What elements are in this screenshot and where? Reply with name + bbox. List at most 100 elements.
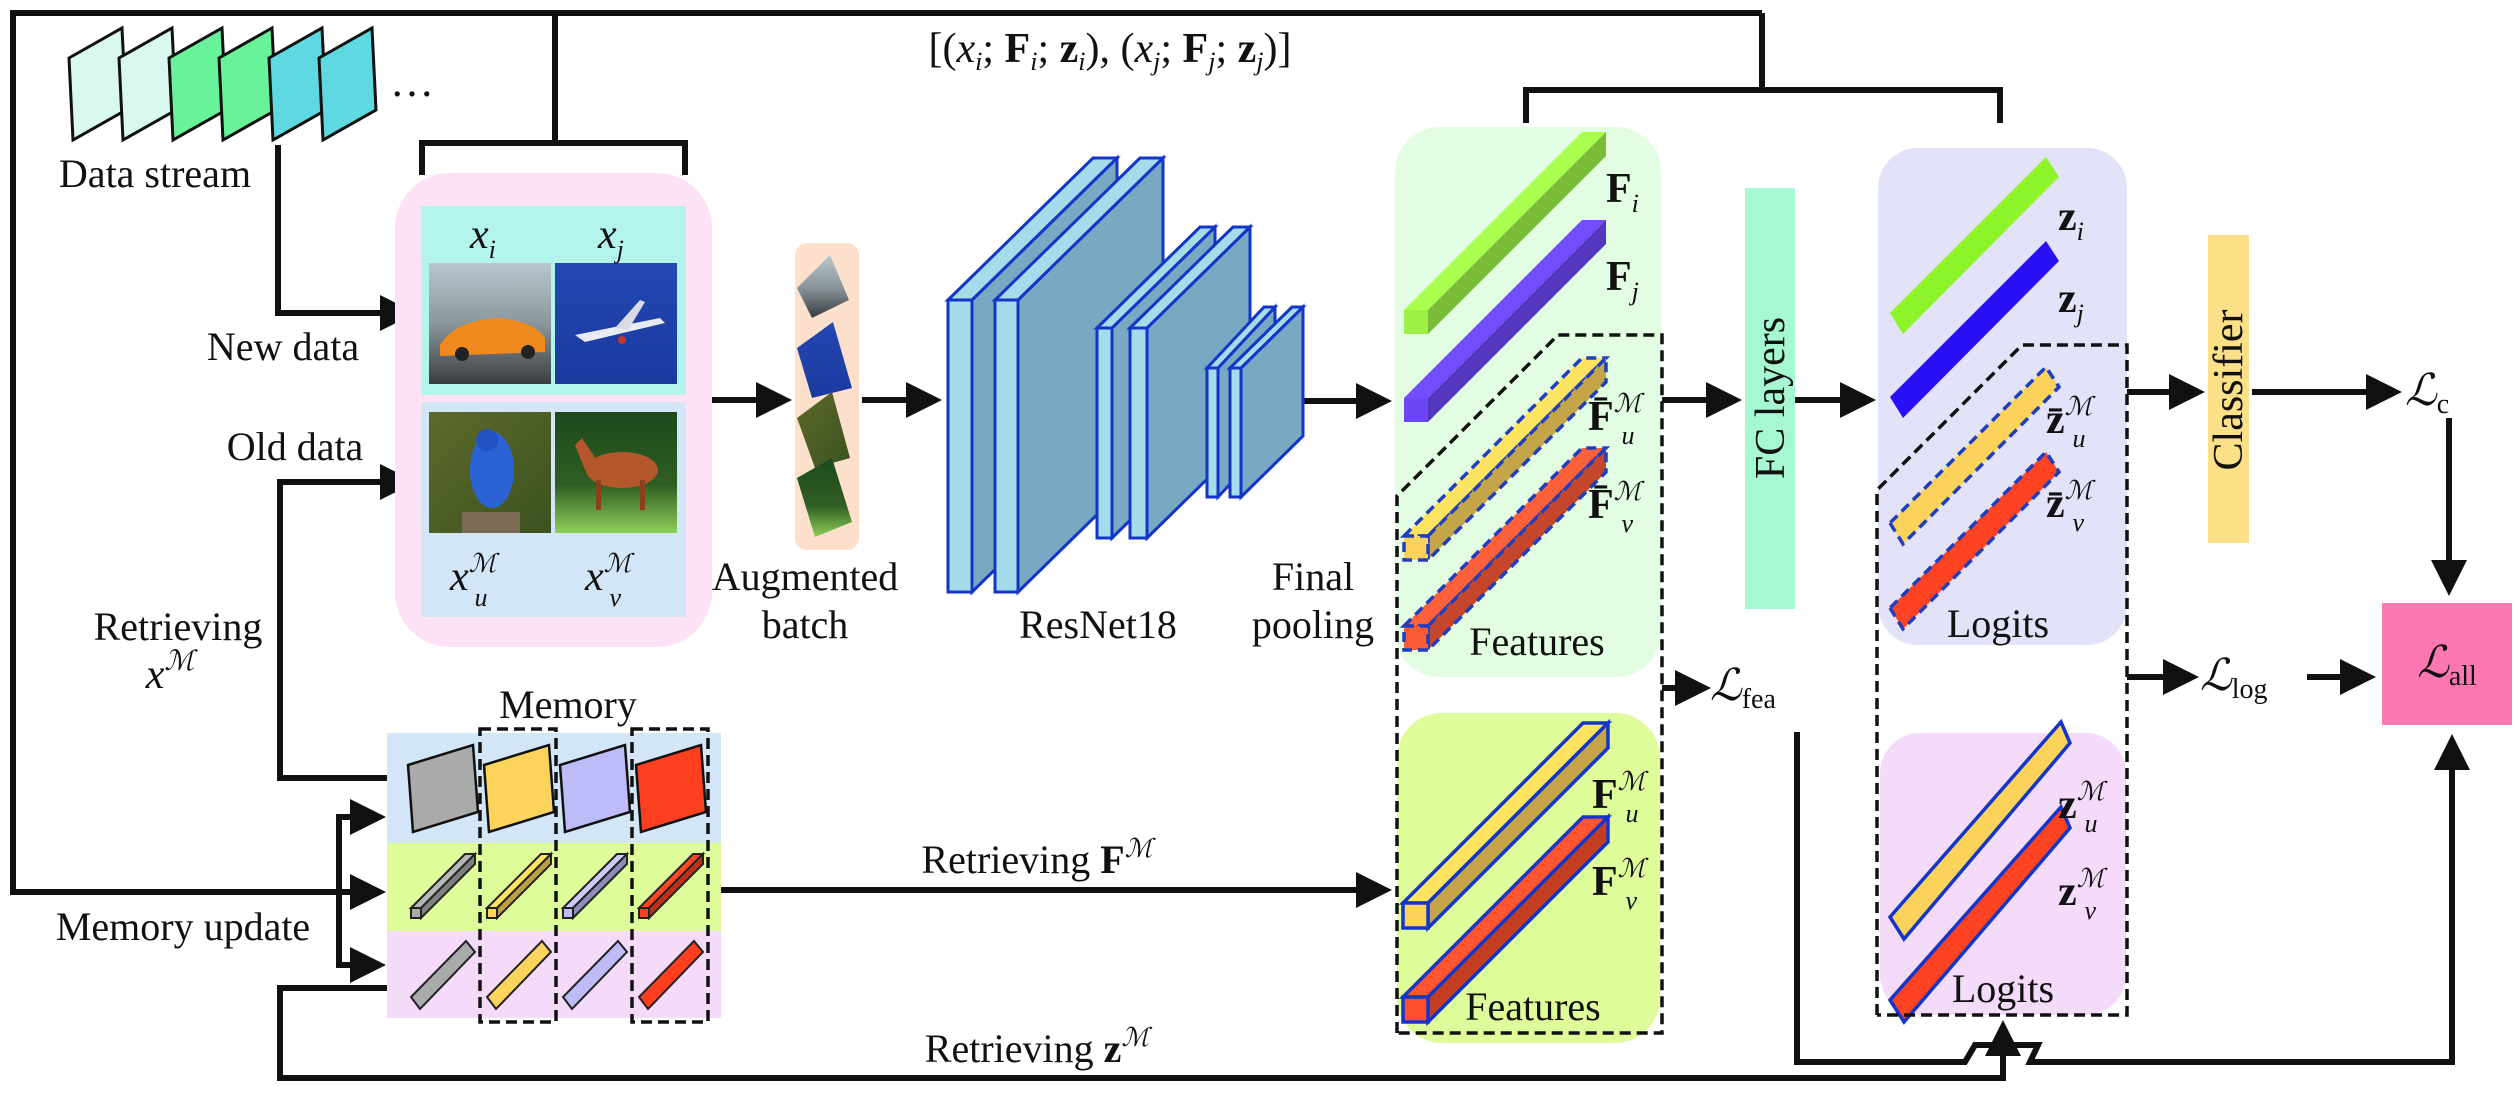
memory-feature-bar-0-front <box>1401 901 1430 930</box>
memory-update-wire <box>10 10 1762 910</box>
logit-label-3-sup: ℳ <box>2065 476 2096 505</box>
feature-label-1-sub: j <box>1629 277 1639 306</box>
resnet-layer-front <box>993 298 1020 594</box>
logit-label-3-symbol: z̄ <box>2046 481 2065 527</box>
memory-feature-label-0-sub: u <box>1625 799 1638 828</box>
data-stream-frame <box>67 25 128 143</box>
feature-bar-0-front <box>1404 310 1428 334</box>
memory-update-label: Memory update <box>56 904 310 949</box>
memory-image-tile <box>482 743 556 834</box>
memory-feature-label-1-symbol: F <box>1592 859 1618 905</box>
feature-label-3-symbol: F̄ <box>1588 482 1614 528</box>
loss-fea: ℒfea <box>1710 661 1776 715</box>
memory-logit-bar <box>637 939 705 1011</box>
memory-feature-front <box>562 907 574 919</box>
feature-label-3-sub: v <box>1621 509 1633 538</box>
logit-label-0-symbol: z <box>2058 194 2077 240</box>
memory-image-tile <box>634 743 708 834</box>
feature-bar-1-top <box>1404 220 1606 398</box>
memory-feature-label-0-sup: ℳ <box>1618 767 1649 796</box>
fc-layers-label: FC layers <box>1748 317 1794 479</box>
memory-logit-label-0-symbol: z <box>2058 782 2077 828</box>
retrieving-z-arrow <box>277 985 2021 1081</box>
logit-bar-1 <box>1890 241 2059 418</box>
sample-x-i-label: xi <box>469 212 496 264</box>
loss-all: ℒall <box>2417 638 2477 692</box>
final-pooling-label-2: pooling <box>1252 602 1374 647</box>
logits-memory-label: Logits <box>1952 966 2054 1011</box>
fc-layers-block <box>1745 188 1795 609</box>
logit-bar-2 <box>1887 364 2062 547</box>
logit-label-1: zj <box>2058 276 2084 328</box>
feature-label-0-symbol: F <box>1606 166 1632 212</box>
memory-logit-label-1-sub: v <box>2084 896 2096 925</box>
logit-bar-0 <box>1890 157 2059 334</box>
classifier-block <box>2208 235 2249 543</box>
feature-label-3-sup: ℳ <box>1614 477 1645 506</box>
bird-image <box>429 412 551 533</box>
feature-bar-3-front <box>1402 624 1430 652</box>
logit-label-2-sup: ℳ <box>2065 392 2096 421</box>
sample-x-j-label: xj <box>597 212 624 264</box>
memory-bank <box>387 727 721 1024</box>
data-stream-frame <box>317 25 378 143</box>
loss-log: ℒlog <box>2200 651 2267 705</box>
features-dashed-group <box>1395 333 1664 1035</box>
memory-logit-bar <box>561 939 629 1011</box>
logits-dashed-group <box>1875 343 2129 1017</box>
memory-logit-label-0-sub: u <box>2084 809 2097 838</box>
feature-label-2-symbol: F̄ <box>1588 394 1614 440</box>
data-stream-label: Data stream <box>59 151 251 196</box>
logits-label: Logits <box>1947 601 2049 646</box>
memory-feature-label-0-symbol: F <box>1592 772 1618 818</box>
resnet-layer-front <box>946 298 974 594</box>
memory-selected-column <box>630 727 710 1024</box>
loss-all-box <box>2382 603 2512 725</box>
memory-logit-label-1-sup: ℳ <box>2077 864 2108 893</box>
memory-label: Memory <box>499 682 637 727</box>
feature-label-0: Fi <box>1606 166 1639 218</box>
logit-bar-3 <box>1887 449 2062 632</box>
feature-bar-1-side <box>1428 220 1606 422</box>
memory-feature-front <box>638 907 650 919</box>
car-image <box>429 263 551 384</box>
aug-bird-image <box>797 392 850 468</box>
memory-update-arrow-images <box>336 799 386 892</box>
resnet-layer-front <box>1128 326 1149 540</box>
aug-horse-image <box>797 458 852 537</box>
logit-label-1-sub: j <box>2074 299 2084 328</box>
input-bracket <box>419 140 688 175</box>
retrieving-F-label: Retrieving Fℳ <box>921 834 1155 882</box>
resnet-layer-front <box>1228 366 1243 499</box>
feature-label-1: Fj <box>1606 254 1639 306</box>
feature-bar-0-top <box>1404 132 1606 310</box>
data-stream-ellipsis: … <box>390 57 434 106</box>
feature-label-1-symbol: F <box>1606 254 1632 300</box>
output-bracket <box>1523 87 2003 123</box>
data-stream-frame <box>267 25 328 143</box>
memory-update-arrow-logits <box>336 892 386 983</box>
feature-label-2-sub: u <box>1621 421 1634 450</box>
memory-selected-column <box>478 727 558 1024</box>
logit-label-3-sub: v <box>2072 508 2084 537</box>
retrieving-z-label: Retrieving zℳ <box>925 1023 1153 1071</box>
final-pooling-label-1: Final <box>1272 554 1354 599</box>
augmented-label-2: batch <box>762 602 849 647</box>
memory-logit-bar-0 <box>1887 718 2073 942</box>
data-stream-frame <box>117 25 178 143</box>
augmented-batch <box>795 243 859 550</box>
logit-label-0: zi <box>2058 194 2084 246</box>
loss-fea-to-all-arrow <box>1794 732 2470 1065</box>
feature-bars <box>1398 132 1613 1027</box>
feature-label-2-sup: ℳ <box>1614 389 1645 418</box>
data-stream-frame <box>217 25 278 143</box>
memory-image-tile <box>558 743 632 834</box>
feature-bar-1-front <box>1404 398 1428 422</box>
